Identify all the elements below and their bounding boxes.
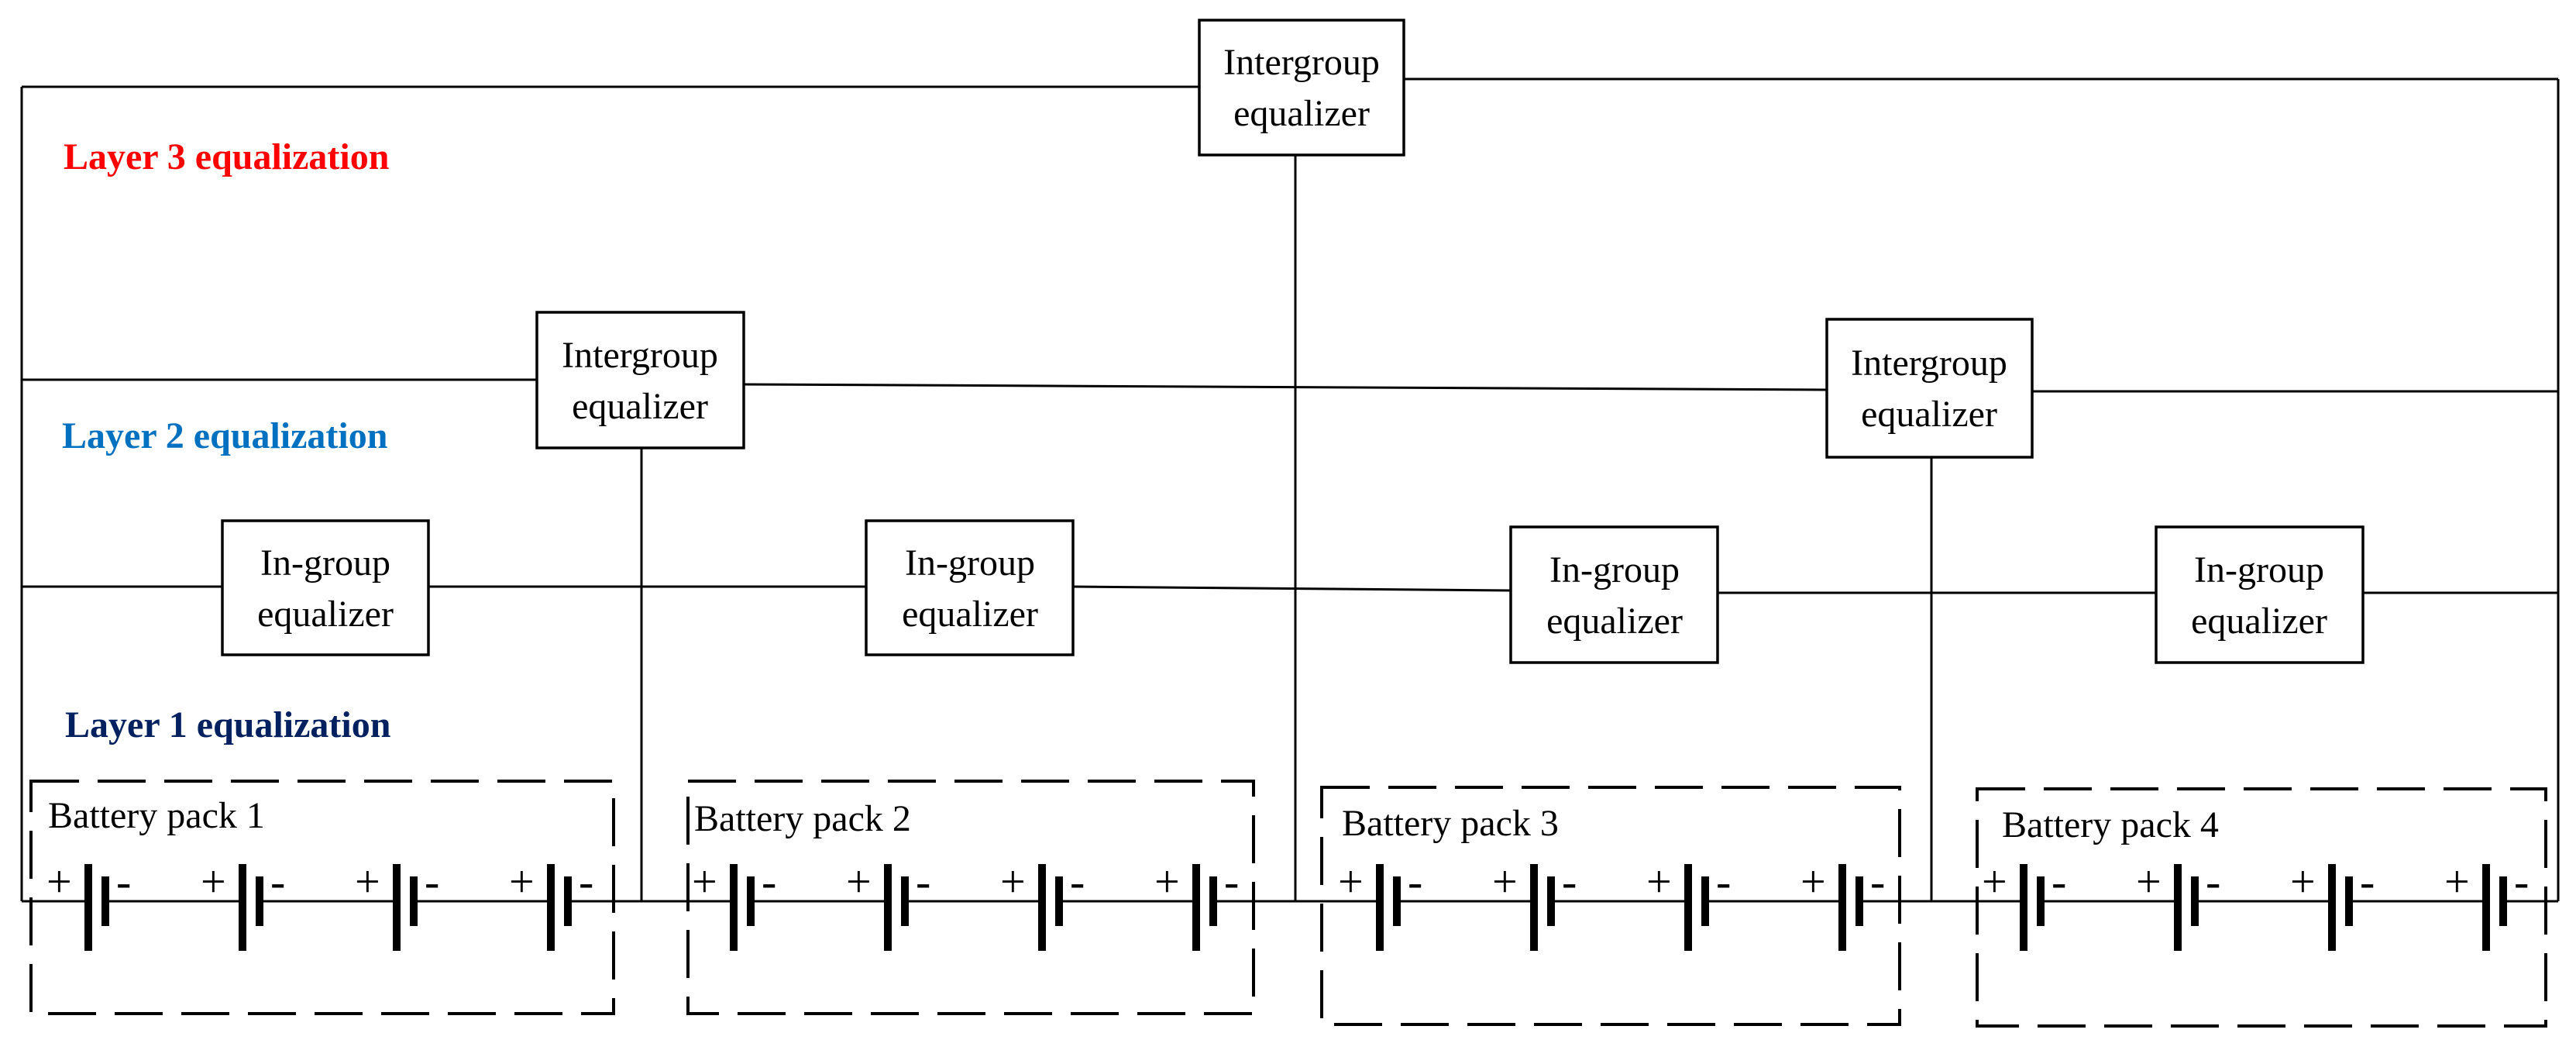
equalizer-label-line2: equalizer: [1861, 394, 1997, 435]
battery-cell: +-: [1492, 856, 1577, 951]
battery-cells: +-+-+-+-: [1982, 856, 2529, 951]
battery-cell: +-: [1154, 856, 1239, 951]
battery-pack-label: Battery pack 2: [694, 798, 911, 839]
battery-pack-2: Battery pack 2 +-+-+-+-: [686, 780, 1255, 1015]
plus-sign: +: [2136, 856, 2162, 907]
minus-sign: -: [2514, 856, 2529, 907]
plus-sign: +: [1646, 856, 1672, 907]
plus-sign: +: [2290, 856, 2316, 907]
battery-cell: +-: [2290, 856, 2375, 951]
equalizer-label-line2: equalizer: [2191, 601, 2327, 642]
equalizer-label-line2: equalizer: [257, 594, 394, 635]
battery-cell: +-: [46, 856, 131, 951]
plus-sign: +: [1800, 856, 1826, 907]
battery-cell: +-: [1000, 856, 1085, 951]
minus-sign: -: [2052, 856, 2066, 907]
battery-cell: +-: [1800, 856, 1885, 951]
minus-sign: -: [116, 856, 131, 907]
equalizer-label-line1: Intergroup: [562, 335, 718, 376]
minus-sign: -: [1716, 856, 1731, 907]
minus-sign: -: [1870, 856, 1885, 907]
equalizer-label-line2: equalizer: [572, 386, 708, 427]
battery-cell: +-: [1982, 856, 2066, 951]
battery-pack-label: Battery pack 3: [1342, 803, 1559, 844]
ingroup-equalizer-2: In-group equalizer: [865, 519, 1075, 656]
plus-sign: +: [509, 856, 535, 907]
battery-cell: +-: [2136, 856, 2220, 951]
plus-sign: +: [1982, 856, 2007, 907]
minus-sign: -: [2360, 856, 2375, 907]
layer-3-label: Layer 3 equalization: [64, 136, 389, 177]
minus-sign: -: [425, 856, 439, 907]
battery-pack-3: Battery pack 3 +-+-+-+-: [1320, 786, 1901, 1026]
plus-sign: +: [355, 856, 380, 907]
wires: [20, 77, 2560, 903]
ingroup-equalizer-1: In-group equalizer: [221, 519, 430, 656]
minus-sign: -: [762, 856, 776, 907]
layer-2-label: Layer 2 equalization: [62, 415, 387, 456]
layer-1-label: Layer 1 equalization: [65, 704, 390, 745]
equalizer-label-line2: equalizer: [1546, 601, 1683, 642]
minus-sign: -: [1562, 856, 1577, 907]
minus-sign: -: [916, 856, 930, 907]
plus-sign: +: [692, 856, 717, 907]
minus-sign: -: [1070, 856, 1085, 907]
battery-cells: +-+-+-+-: [46, 856, 593, 951]
plus-sign: +: [1154, 856, 1180, 907]
battery-cell: +-: [692, 856, 776, 951]
ingroup-equalizer-4: In-group equalizer: [2155, 525, 2364, 664]
equalizer-label-line2: equalizer: [1233, 93, 1370, 134]
minus-sign: -: [579, 856, 593, 907]
battery-cell: +-: [509, 856, 593, 951]
plus-sign: +: [201, 856, 226, 907]
intergroup-equalizer-right: Intergroup equalizer: [1825, 318, 2034, 459]
plus-sign: +: [2444, 856, 2470, 907]
equalizer-label-line1: Intergroup: [1851, 343, 2007, 384]
battery-cells: +-+-+-+-: [1338, 856, 1885, 951]
minus-sign: -: [270, 856, 285, 907]
battery-pack-label: Battery pack 1: [48, 795, 265, 836]
plus-sign: +: [846, 856, 872, 907]
battery-cell: +-: [2444, 856, 2529, 951]
battery-pack-4: Battery pack 4 +-+-+-+-: [1976, 787, 2547, 1028]
equalizer-label-line1: In-group: [1549, 549, 1680, 590]
intergroup-equalizer-left: Intergroup equalizer: [535, 311, 745, 449]
battery-pack-1: Battery pack 1 +-+-+-+-: [29, 780, 615, 1015]
minus-sign: -: [2206, 856, 2220, 907]
plus-sign: +: [1492, 856, 1518, 907]
plus-sign: +: [1000, 856, 1026, 907]
battery-cell: +-: [846, 856, 930, 951]
top-intergroup-equalizer: Intergroup equalizer: [1198, 19, 1405, 157]
battery-cell: +-: [1338, 856, 1422, 951]
ingroup-equalizer-3: In-group equalizer: [1509, 525, 1719, 664]
battery-cell: +-: [201, 856, 285, 951]
equalizer-label-line2: equalizer: [902, 594, 1038, 635]
equalizer-label-line1: In-group: [260, 542, 390, 584]
equalizer-label-line1: Intergroup: [1223, 42, 1380, 83]
battery-cell: +-: [355, 856, 439, 951]
battery-cell: +-: [1646, 856, 1731, 951]
equalizer-label-line1: In-group: [2194, 549, 2324, 590]
plus-sign: +: [1338, 856, 1364, 907]
plus-sign: +: [46, 856, 72, 907]
battery-cells: +-+-+-+-: [692, 856, 1239, 951]
equalizer-label-line1: In-group: [905, 542, 1035, 584]
minus-sign: -: [1408, 856, 1422, 907]
battery-pack-label: Battery pack 4: [2002, 804, 2219, 845]
minus-sign: -: [1224, 856, 1239, 907]
